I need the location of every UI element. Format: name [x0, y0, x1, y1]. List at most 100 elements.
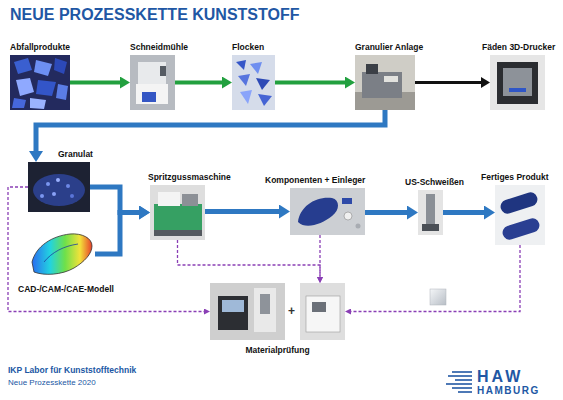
logo-text: HAMBURG	[477, 386, 540, 396]
process-step: Fäden 3D-Drucker	[490, 55, 545, 110]
step-label: Granulat	[58, 150, 93, 159]
logo-stripe	[455, 379, 472, 381]
step-label: Granulier Anlage	[355, 43, 423, 52]
step-label: Spritzgussmaschine	[148, 173, 231, 182]
welding-base	[422, 224, 439, 231]
logo-stripe	[458, 391, 472, 393]
step-label: CAD-/CAM-/CAE-Modell	[18, 285, 114, 294]
plastic-piece	[54, 58, 67, 74]
components-photo	[290, 188, 365, 235]
step-label: Flocken	[232, 43, 264, 52]
print-bed	[509, 88, 526, 92]
step-label: Abfallprodukte	[10, 43, 70, 52]
process-arrow	[205, 209, 279, 214]
logo-text: HAW	[477, 369, 523, 385]
photo-bg	[28, 228, 95, 280]
test-flow-arrow	[351, 245, 520, 312]
plastic-piece	[16, 78, 34, 96]
blue-bin	[142, 92, 156, 102]
photo-bg	[130, 55, 175, 110]
photo-bg	[150, 185, 205, 240]
process-arrow	[365, 210, 407, 215]
plastic-piece	[36, 80, 56, 96]
process-step: Komponenten + Einleger	[290, 188, 365, 235]
step-label: Komponenten + Einleger	[265, 176, 365, 185]
sample-plate	[430, 289, 446, 305]
step-label: Fäden 3D-Drucker	[482, 43, 555, 52]
process-step: Granulier Anlage	[355, 55, 415, 110]
photo-bg	[10, 55, 70, 110]
granule	[66, 184, 70, 188]
process-step: Flocken	[232, 55, 275, 110]
process-arrow	[95, 213, 139, 255]
flake	[238, 74, 250, 86]
machine-part	[384, 76, 398, 82]
photo-bg	[28, 162, 90, 212]
plastic-piece	[56, 84, 68, 100]
test-flow-arrow	[8, 187, 204, 312]
test-device	[254, 288, 276, 332]
printer-window	[503, 68, 532, 96]
test-device	[306, 296, 340, 332]
granule	[40, 194, 44, 198]
process-step: Granulat	[28, 162, 90, 212]
granule	[56, 178, 60, 182]
device-part	[260, 294, 270, 314]
process-arrow	[175, 81, 222, 85]
device-screen	[222, 300, 244, 312]
component-part	[298, 198, 338, 226]
process-step: Materialprüfung	[210, 283, 345, 340]
photo-bg	[490, 55, 545, 110]
photo-bg	[210, 283, 285, 340]
photo-bg	[355, 55, 415, 110]
plus-sign: +	[288, 305, 295, 317]
process-step: Abfallprodukte	[10, 55, 70, 110]
machine-part	[160, 66, 166, 76]
granule	[70, 194, 74, 198]
insert	[344, 212, 352, 220]
plastic-piece	[30, 98, 46, 109]
printer-frame	[497, 62, 538, 104]
waste-photo	[10, 55, 70, 110]
logo-stripe	[446, 383, 472, 385]
fem-part	[32, 234, 92, 274]
fem-contour	[44, 244, 78, 262]
granulate-photo	[28, 162, 90, 212]
test-device	[218, 296, 248, 330]
process-step: Schneidmühle	[130, 55, 175, 110]
process-arrow	[70, 81, 120, 85]
process-step: Fertiges Produkt	[495, 185, 545, 245]
process-step: CAD-/CAM-/CAE-Modell	[28, 228, 95, 280]
process-step: US-Schweißen	[418, 190, 443, 235]
plastic-piece	[12, 98, 26, 108]
process-arrow	[90, 187, 139, 213]
cad-model	[28, 228, 95, 280]
plastic-piece	[14, 58, 32, 74]
machine-base	[154, 204, 202, 230]
test-flow-arrow	[178, 240, 321, 277]
process-arrow	[415, 81, 481, 84]
component-part	[342, 198, 352, 204]
process-step: Spritzgussmaschine	[150, 185, 205, 240]
shredder-photo	[130, 55, 175, 110]
photo-bg	[418, 190, 443, 235]
machine-unit	[182, 194, 198, 206]
product-part	[499, 190, 539, 215]
welding-column	[426, 194, 435, 224]
granule	[52, 192, 56, 196]
logo-stripe	[448, 375, 472, 377]
footer-lab: IKP Labor für Kunststofftechnik	[8, 366, 136, 375]
step-label: Materialprüfung	[245, 346, 309, 355]
flake	[256, 78, 270, 90]
photo-bg	[495, 185, 545, 245]
process-arrow	[275, 81, 345, 85]
machine-hopper	[138, 62, 166, 84]
logo-stripes	[446, 372, 472, 392]
product-part	[501, 216, 541, 241]
injection-machine-photo	[150, 185, 205, 240]
flake	[236, 60, 246, 70]
machine-body	[136, 84, 168, 104]
process-arrow	[443, 210, 484, 215]
testing-photos	[210, 283, 345, 340]
